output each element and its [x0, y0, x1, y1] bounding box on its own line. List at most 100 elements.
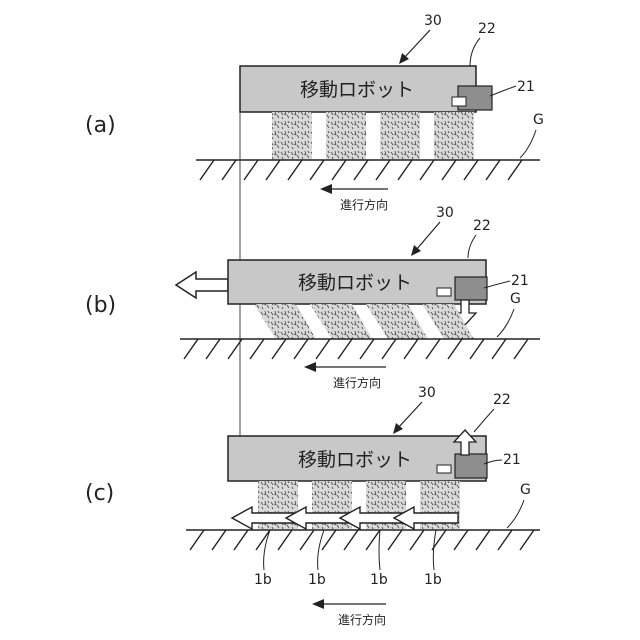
ground-hatch	[244, 160, 258, 180]
ground-hatch	[464, 160, 478, 180]
direction-label: 進行方向	[338, 612, 386, 627]
ground-hatch	[354, 160, 368, 180]
leg	[380, 112, 420, 160]
ground-hatch	[470, 339, 484, 359]
panel-label-b: (b)	[85, 293, 116, 318]
sensor-box	[455, 454, 487, 478]
move-arrow	[176, 272, 228, 298]
ground-hatch	[420, 160, 434, 180]
ref-22: 22	[473, 218, 491, 234]
ref-1b-leader	[433, 530, 436, 570]
ground-hatch	[288, 160, 302, 180]
ref-21: 21	[511, 273, 529, 289]
ref-21: 21	[503, 452, 521, 468]
ground-hatch	[426, 339, 440, 359]
ref-22-leader	[470, 38, 480, 66]
ground-hatch	[250, 339, 264, 359]
ref-30-arrow	[398, 402, 422, 428]
ref-21-leader	[484, 281, 510, 288]
ground-hatch	[476, 530, 490, 550]
ground	[180, 339, 540, 359]
ground-hatch	[404, 339, 418, 359]
ref-1b: 1b	[424, 572, 442, 588]
ground-hatch	[514, 339, 528, 359]
ground-hatch	[272, 339, 286, 359]
panel-c: (c) 移動ロボット 30 22 21 G 1b 1b 1b 1b	[85, 385, 540, 627]
ref-1b: 1b	[308, 572, 326, 588]
leg	[254, 304, 316, 339]
ref-1b: 1b	[370, 572, 388, 588]
direction-arrowhead	[304, 362, 316, 372]
leg	[434, 112, 474, 160]
ground-hatch	[310, 160, 324, 180]
ground-hatch	[344, 530, 358, 550]
ground	[186, 530, 540, 550]
ground-hatch	[382, 339, 396, 359]
ground-hatch	[256, 530, 270, 550]
ref-22-leader	[468, 235, 476, 258]
ground-hatch	[388, 530, 402, 550]
ground-hatch	[212, 530, 226, 550]
leg	[326, 112, 366, 160]
panel-b: (b) 移動ロボット 30 22 21 G 進行方向	[85, 205, 540, 390]
ground-hatch	[316, 339, 330, 359]
ref-30: 30	[424, 13, 442, 29]
ref-30: 30	[418, 385, 436, 401]
ref-22: 22	[478, 21, 496, 37]
panel-label-c: (c)	[85, 481, 114, 506]
ref-g-leader	[497, 309, 514, 337]
small-box	[437, 288, 451, 296]
ref-22: 22	[493, 392, 511, 408]
ground-hatch	[498, 530, 512, 550]
ground-hatch	[222, 160, 236, 180]
ref-21: 21	[517, 79, 535, 95]
ground-hatch	[338, 339, 352, 359]
ground-hatch	[322, 530, 336, 550]
ref-g-leader	[507, 500, 524, 528]
ground-hatch	[294, 339, 308, 359]
robot-text: 移動ロボット	[298, 449, 412, 471]
direction-arrowhead	[312, 599, 324, 609]
ref-1b: 1b	[254, 572, 272, 588]
panel-label-a: (a)	[85, 113, 116, 138]
ground-hatch	[190, 530, 204, 550]
ground-hatch	[360, 339, 374, 359]
ground-hatch	[454, 530, 468, 550]
ref-1b-leader	[379, 530, 380, 570]
sensor-box	[455, 277, 487, 300]
ground	[196, 160, 540, 180]
small-box	[452, 97, 466, 106]
panel-a: (a) 移動ロボット 30 22 21 G 進行方向	[85, 13, 544, 212]
robot-text: 移動ロボット	[298, 272, 412, 294]
direction-label: 進行方向	[340, 197, 388, 212]
ground-hatch	[486, 160, 500, 180]
small-box	[437, 465, 451, 473]
leg	[272, 112, 312, 160]
ground-hatch	[184, 339, 198, 359]
direction-label: 進行方向	[333, 375, 381, 390]
ref-g-leader	[520, 130, 536, 158]
ref-1b-leader	[318, 530, 324, 570]
ref-1b-leader	[264, 530, 270, 570]
ref-g: G	[510, 291, 521, 307]
leg	[366, 304, 428, 339]
ref-21-leader	[490, 86, 516, 96]
ground-hatch	[492, 339, 506, 359]
leg	[310, 304, 372, 339]
ground-hatch	[410, 530, 424, 550]
ground-hatch	[398, 160, 412, 180]
ground-hatch	[206, 339, 220, 359]
ref-30-arrow	[404, 30, 430, 58]
ground-hatch	[234, 530, 248, 550]
ref-30: 30	[436, 205, 454, 221]
ref-30-arrow	[416, 222, 440, 250]
ground-hatch	[200, 160, 214, 180]
robot-text: 移動ロボット	[300, 79, 414, 101]
ground-hatch	[448, 339, 462, 359]
ground-hatch	[366, 530, 380, 550]
ground-hatch	[266, 160, 280, 180]
ground-hatch	[278, 530, 292, 550]
ref-g: G	[533, 112, 544, 128]
direction-arrowhead	[320, 184, 332, 194]
